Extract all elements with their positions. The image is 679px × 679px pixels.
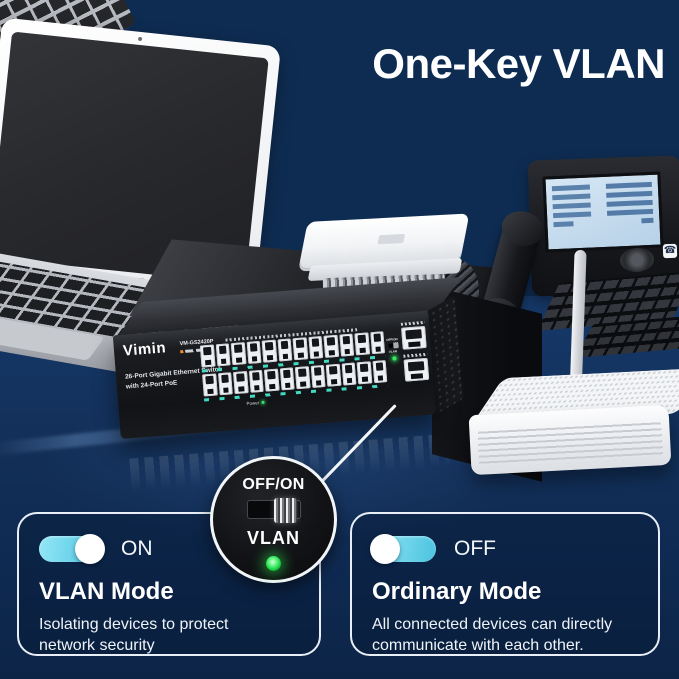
vlan-slide-switch[interactable] [388, 342, 399, 349]
callout-slide-switch[interactable] [246, 498, 301, 523]
rj45-port [277, 338, 293, 362]
ordinary-mode-toggle[interactable] [370, 534, 436, 564]
rj45-port [310, 364, 326, 388]
green-led-icon [266, 556, 281, 571]
ordinary-toggle-row: OFF [370, 534, 640, 564]
router-front-panel [468, 404, 672, 476]
panel-vlan-label: VLAN [388, 349, 398, 354]
laptop-webcam-icon [138, 36, 143, 42]
vlan-toggle-row: ON [39, 534, 301, 564]
rj45-port [202, 373, 218, 397]
page-title: One-Key VLAN [372, 40, 665, 87]
vlan-led-icon [392, 356, 397, 361]
rj45-port [263, 368, 280, 392]
vlan-callout-circle: OFF/ON VLAN [210, 456, 337, 583]
uplink-port [401, 325, 427, 350]
uplink-ports [400, 320, 430, 387]
rj45-port [230, 342, 246, 366]
rj45-port [248, 369, 264, 393]
rj45-port [356, 361, 372, 385]
ordinary-toggle-state: OFF [454, 537, 496, 560]
power-led-icon [261, 401, 265, 405]
rj45-port [199, 344, 216, 368]
rj45-port [279, 367, 295, 391]
ordinary-mode-card: OFF Ordinary Mode All connected devices … [350, 512, 660, 656]
poe-switch: Vimin VM-GS2420P 26-Port Gigabit Etherne… [109, 262, 468, 478]
phone-screen [542, 171, 664, 253]
toggle-knob [370, 534, 400, 564]
rj45-port [246, 340, 262, 364]
rj45-port [338, 333, 355, 357]
vlan-card-title: VLAN Mode [39, 578, 174, 605]
rj45-port [323, 334, 339, 358]
wifi-router [468, 249, 679, 476]
rj45-port [294, 366, 311, 390]
rj45-port [354, 332, 370, 356]
rj45-port [292, 337, 308, 361]
rj45-port [341, 362, 357, 386]
rj45-port [217, 372, 233, 396]
switch-brand-logo: Vimin [122, 339, 167, 360]
toggle-knob [75, 534, 105, 564]
rj45-port [369, 331, 386, 355]
vlan-toggle-state: ON [121, 537, 153, 560]
rj45-port [308, 336, 324, 360]
rj45-port [325, 363, 341, 387]
vlan-switch-panel: OFF/ON VLAN [386, 337, 402, 361]
uplink-label [403, 352, 428, 358]
vlan-card-description: Isolating devices to protect network sec… [39, 616, 229, 654]
callout-offon-label: OFF/ON [242, 476, 305, 493]
rj45-port [215, 343, 231, 367]
vlan-mode-toggle[interactable] [39, 534, 105, 564]
uplink-port [403, 357, 430, 382]
callout-vlan-label: VLAN [247, 528, 300, 548]
rj45-port [261, 339, 277, 363]
rj45-port [372, 360, 388, 384]
ordinary-card-title: Ordinary Mode [372, 578, 542, 605]
vlan-mode-card: ON VLAN Mode Isolating devices to protec… [17, 512, 321, 656]
uplink-label [400, 320, 425, 326]
slide-switch-knob [273, 498, 297, 523]
switch-port-block [199, 326, 388, 404]
rj45-port [233, 371, 249, 395]
ordinary-card-description: All connected devices can directly commu… [372, 616, 613, 654]
